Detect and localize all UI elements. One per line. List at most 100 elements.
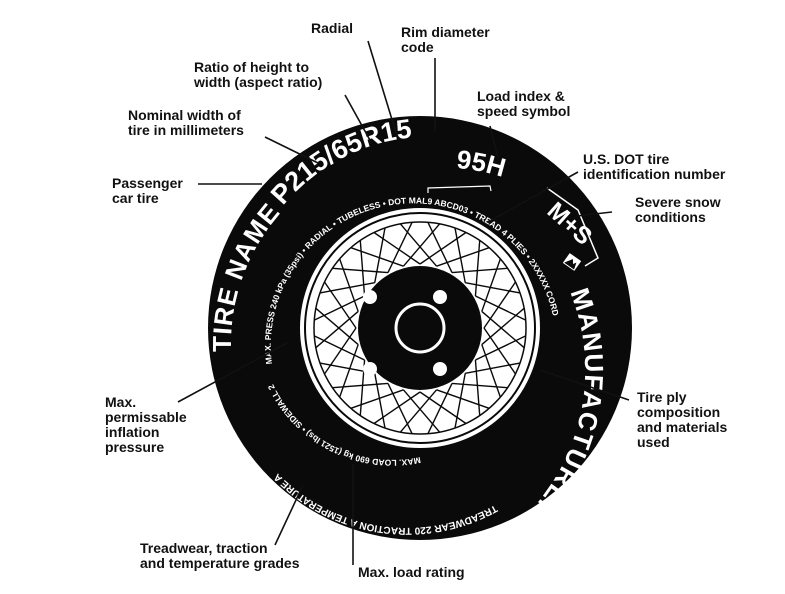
label-inflation-line: Max. [105, 394, 137, 410]
lug-hole [363, 362, 377, 376]
label-rim-line: code [401, 39, 434, 55]
label-width-line: Nominal width of [128, 107, 241, 123]
rim-spoke [402, 223, 441, 267]
leader-grades [274, 484, 304, 546]
label-ply-line: used [637, 434, 670, 450]
rim-spoke [483, 327, 517, 375]
label-max-load: Max. load rating [358, 565, 465, 580]
leader-ply [539, 369, 630, 401]
rim-ring [304, 212, 536, 444]
rim-spoke [454, 373, 466, 429]
label-radial-line: Radial [311, 20, 354, 36]
rim-spoke [332, 267, 389, 274]
rim-spoke [373, 391, 421, 425]
label-passenger-line: car tire [112, 190, 159, 206]
rim-spoke [323, 281, 357, 329]
label-inflation-line: permissable [105, 409, 187, 425]
rim-spoke [323, 327, 357, 375]
rim-spoke [374, 373, 386, 429]
rim-spoke [481, 258, 502, 312]
label-load-speed-line: speed symbol [477, 103, 571, 119]
rim-spoke [475, 295, 527, 321]
rim-spoke [399, 223, 438, 267]
label-aspect-line: width (aspect ratio) [194, 74, 323, 90]
rim-spoke [387, 383, 413, 435]
leader-snow [576, 211, 613, 217]
rim-spoke [374, 227, 386, 283]
rim-spoke [436, 246, 490, 267]
leader-lines [177, 40, 630, 565]
rim-spoke [419, 231, 467, 265]
rim-spoke [483, 281, 517, 329]
rim-spoke [436, 389, 490, 410]
rim-spoke [419, 391, 467, 425]
label-load-speed: Load index &speed symbol [477, 89, 570, 119]
label-inflation-line: pressure [105, 439, 165, 455]
leader-load-speed [489, 125, 499, 159]
label-rim-line: Rim diameter [401, 24, 490, 40]
rim-spoke [387, 221, 413, 273]
rim-spoke [402, 389, 441, 433]
rim-spoke [338, 344, 359, 398]
rim-spoke [465, 282, 521, 294]
rim-spoke [315, 307, 359, 346]
label-dot-line: U.S. DOT tire [583, 151, 670, 167]
lug-hole [433, 290, 447, 304]
rim-spoke [481, 310, 525, 349]
rim-lattice [313, 221, 527, 435]
rim-spoke [454, 227, 466, 283]
label-ply-line: and materials [637, 419, 728, 435]
rim-spoke [399, 389, 438, 433]
label-ply-line: composition [637, 404, 721, 420]
rim-spoke [427, 221, 453, 273]
rim-spoke [313, 335, 365, 361]
label-width-line: tire in millimeters [128, 122, 244, 138]
label-aspect-line: Ratio of height to [194, 59, 310, 75]
rim-spoke [474, 240, 481, 297]
rim-spoke [373, 231, 421, 265]
label-inflation-line: inflation [105, 424, 160, 440]
label-grades-line: Treadwear, traction [140, 540, 268, 556]
lug-hole [433, 362, 447, 376]
label-radial: Radial [311, 21, 353, 36]
lug-hole [363, 290, 377, 304]
rim-spoke [474, 359, 481, 416]
rim-spoke [427, 383, 453, 435]
rim-spoke [315, 310, 359, 349]
label-dot-line: identification number [583, 166, 726, 182]
label-snow-line: Severe snow [635, 194, 721, 210]
rim-spoke [481, 344, 502, 398]
rim-spoke [451, 267, 508, 274]
rim-spoke [350, 389, 404, 410]
leader-aspect [344, 94, 372, 143]
label-passenger-line: Passenger [112, 175, 183, 191]
snow-symbol-frame [546, 187, 599, 267]
rim-spoke [338, 258, 359, 312]
rim-spoke [332, 382, 389, 389]
rim-spoke [451, 382, 508, 389]
mountain-snowflake-icon [562, 253, 582, 271]
rim-spoke [350, 246, 404, 267]
label-max-load-line: Max. load rating [358, 564, 465, 580]
leader-dot [487, 171, 579, 223]
rim-spoke [481, 307, 525, 346]
label-load-speed-line: Load index & [477, 88, 565, 104]
rim-ring-inner [313, 221, 527, 435]
leader-radial [367, 40, 398, 137]
leader-width [264, 136, 319, 164]
leader-inflation [177, 342, 288, 403]
rim-spoke [475, 335, 527, 361]
rim-spoke [313, 295, 365, 321]
rim-spoke [359, 240, 366, 297]
label-snow-line: conditions [635, 209, 706, 225]
